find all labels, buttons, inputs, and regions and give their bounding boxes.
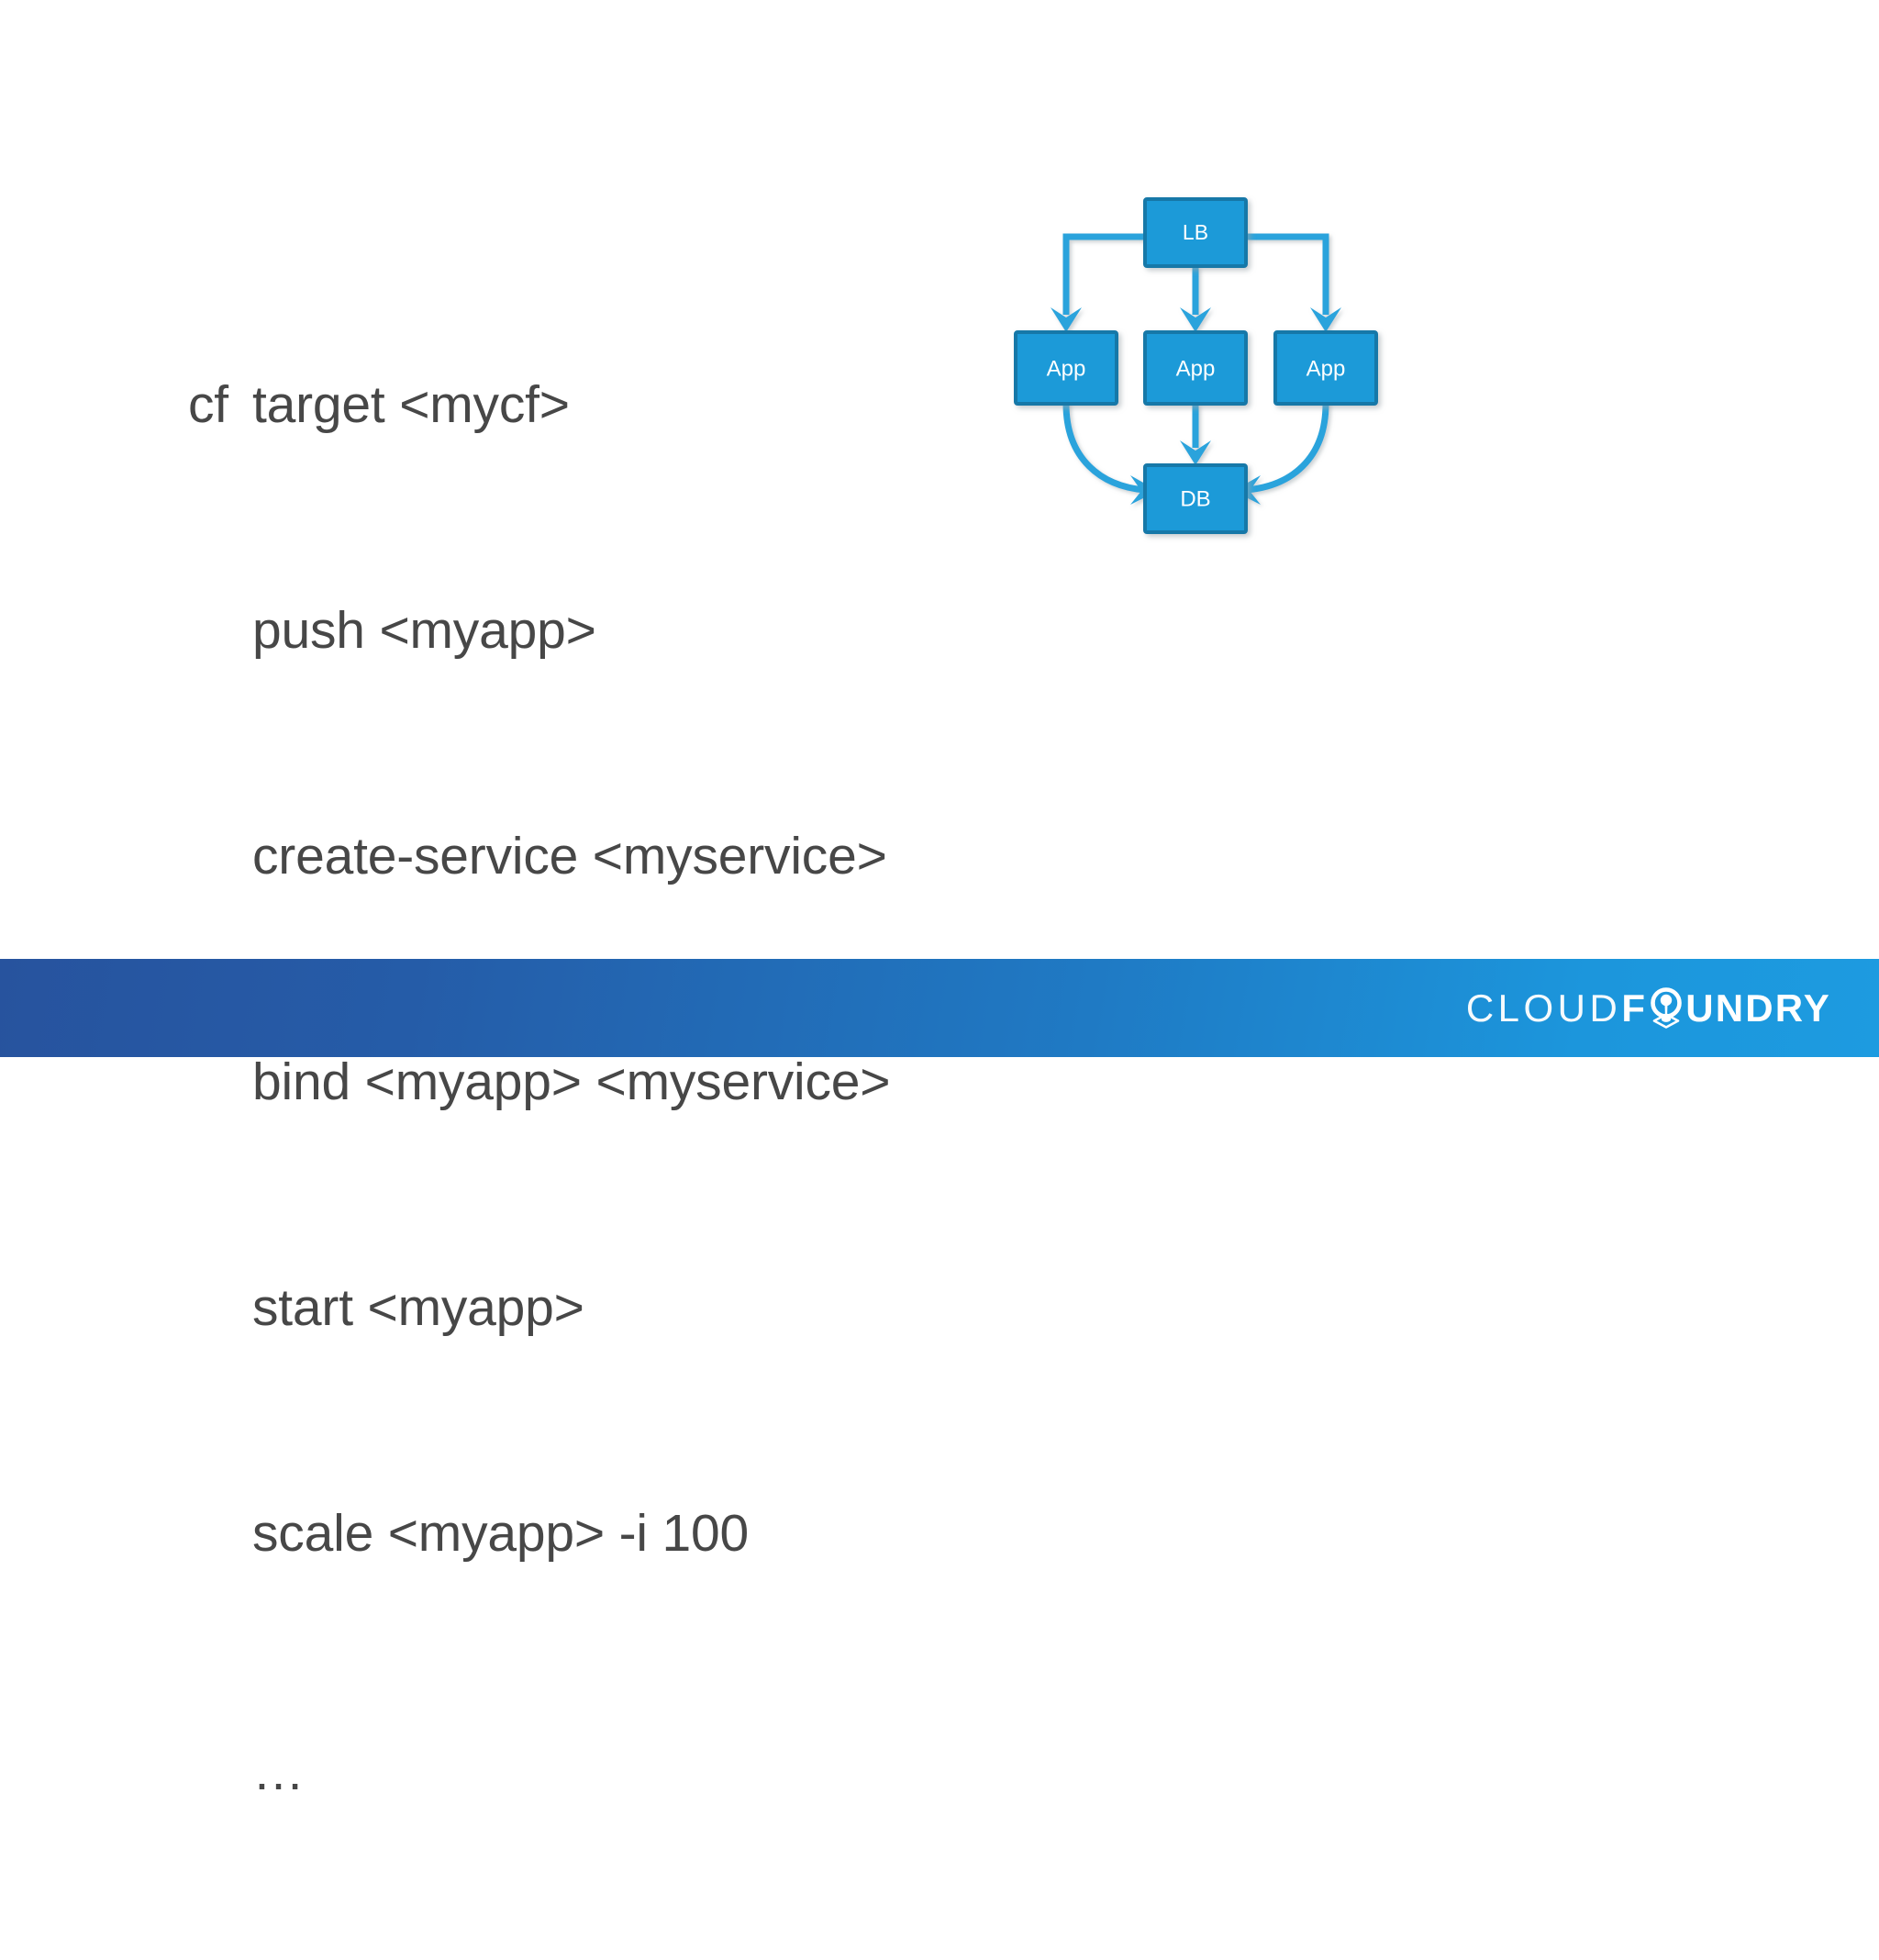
diagram-edges <box>1051 233 1341 505</box>
cf-command-line: push <myapp> <box>188 593 890 668</box>
cf-command-list: cf target <mycf> push <myapp> create-serv… <box>188 217 891 1960</box>
cf-command-ellipsis: … <box>252 1743 306 1801</box>
diagram-nodes: LB App App App DB <box>1014 197 1378 534</box>
logo-word-undry: UNDRY <box>1685 986 1831 1030</box>
diagram-node-lb-label: LB <box>1183 220 1208 244</box>
cloud-foundry-logo: CLOUD F <box>1466 984 1831 1033</box>
architecture-diagram: LB App App App DB <box>1000 174 1477 541</box>
cf-command-text: push <myapp> <box>252 601 596 660</box>
edge-lb-to-app1 <box>1051 233 1145 332</box>
cf-command-line: scale <myapp> -i 100 <box>188 1496 890 1571</box>
diagram-node-app3[interactable] <box>1273 330 1378 406</box>
edge-app2-to-db <box>1180 404 1211 465</box>
cf-prefix: cf <box>188 375 228 434</box>
edge-lb-to-app3 <box>1246 233 1341 332</box>
cf-command-text: target <mycf> <box>252 375 570 434</box>
diagram-node-lb[interactable] <box>1143 197 1248 268</box>
cf-command-text: create-service <myservice> <box>252 827 887 885</box>
cloud-foundry-pin-icon <box>1648 986 1684 1031</box>
slide-canvas: cf target <mycf> push <myapp> create-serv… <box>0 174 1879 1801</box>
logo-word-foundry: F UNDRY <box>1621 986 1831 1031</box>
cf-command-line: create-service <myservice> <box>188 819 890 894</box>
cf-command-text: bind <myapp> <myservice> <box>252 1052 891 1111</box>
logo-letter-f: F <box>1621 986 1648 1030</box>
diagram-node-db[interactable] <box>1143 463 1248 534</box>
diagram-node-app1-label: App <box>1047 356 1086 381</box>
edge-lb-to-app2 <box>1180 266 1211 332</box>
diagram-node-app2[interactable] <box>1143 330 1248 406</box>
cf-command-line: cf target <mycf> <box>188 367 890 442</box>
cf-command-line: start <myapp> <box>188 1270 890 1345</box>
diagram-node-app3-label: App <box>1306 356 1346 381</box>
diagram-node-db-label: DB <box>1180 486 1210 511</box>
diagram-node-app2-label: App <box>1176 356 1216 381</box>
cf-command-text: start <myapp> <box>252 1278 584 1337</box>
cf-command-text: scale <myapp> -i 100 <box>252 1504 749 1563</box>
diagram-node-app1[interactable] <box>1014 330 1118 406</box>
logo-word-cloud: CLOUD <box>1465 986 1622 1030</box>
footer-bar: CLOUD F <box>0 959 1879 1057</box>
